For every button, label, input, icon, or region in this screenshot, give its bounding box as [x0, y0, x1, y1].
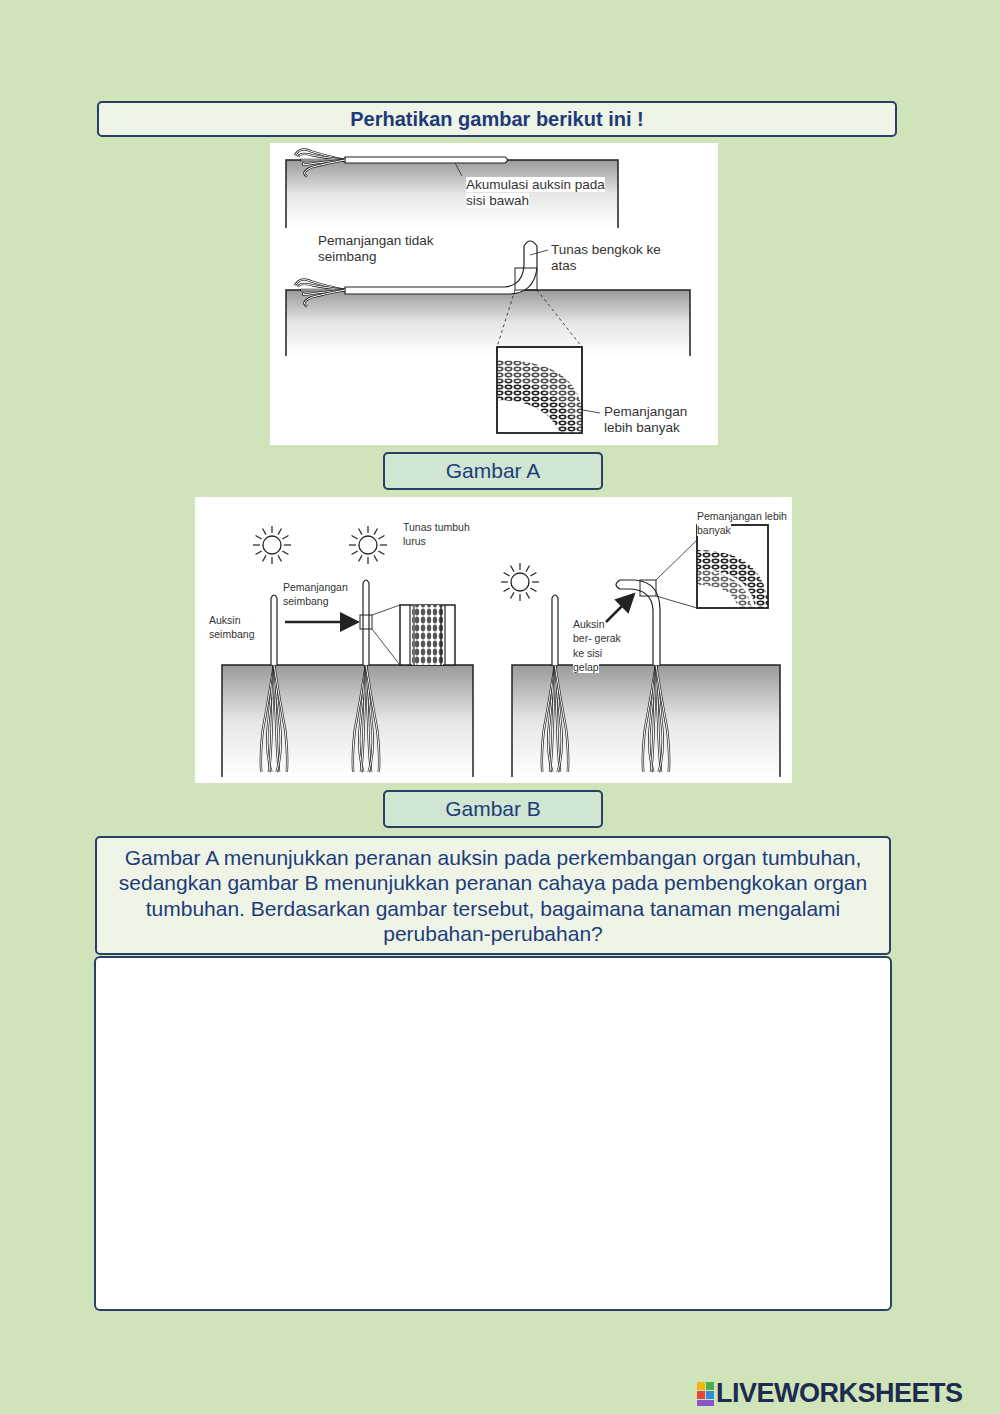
caption-box: Gambar A — [383, 452, 603, 490]
box-text: Gambar A menunjukkan peranan auksin pada… — [99, 845, 887, 946]
figure-label: Auksin seimbang — [209, 614, 255, 640]
label-holder: Pemanjangan tidak seimbang — [318, 233, 453, 264]
label-holder: Tunas tumbuh lurus — [403, 520, 483, 549]
soil-a2 — [286, 290, 690, 356]
arrow — [285, 621, 355, 624]
soil-b2 — [512, 665, 780, 777]
box-text: Gambar A — [446, 459, 541, 483]
box-text: Gambar B — [445, 797, 541, 821]
zoom-box-b2 — [697, 525, 768, 608]
label-holder: Akumulasi auksin pada sisi bawah — [466, 177, 606, 208]
zoom-box-a — [497, 347, 582, 433]
logo-squares — [697, 1382, 714, 1406]
roots — [261, 150, 669, 772]
soil-a1 — [286, 160, 618, 228]
zoom-marker — [515, 268, 537, 290]
label-holder: Pemanjangan seimbang — [283, 580, 363, 609]
straight-shoot — [363, 580, 369, 665]
zoom-marker — [640, 580, 656, 596]
zoom-lines — [656, 540, 697, 608]
soil-b1 — [222, 665, 473, 777]
figure-label: Akumulasi auksin pada sisi bawah — [466, 177, 605, 208]
figure-label: Pemanjangan tidak seimbang — [318, 233, 434, 264]
label-holder: LIVEWORKSHEETS — [716, 1378, 998, 1409]
bent-shoot — [616, 580, 660, 665]
watermark: LIVEWORKSHEETS — [716, 1378, 963, 1408]
figure-label: Tunas tumbuh lurus — [403, 521, 470, 547]
zoom-lines — [372, 605, 400, 665]
arrow — [606, 596, 632, 622]
label-holder: Tunas bengkok ke atas — [551, 242, 676, 273]
caption-box: Gambar B — [383, 790, 603, 828]
question-box: Gambar A menunjukkan peranan auksin pada… — [95, 836, 891, 955]
figure-label: Auksin ber- gerak ke sisi gelap — [573, 618, 621, 673]
label-holder: Auksin ber- gerak ke sisi gelap — [573, 617, 625, 675]
figure-a-panel — [270, 143, 718, 445]
figure-b-panel — [195, 497, 792, 783]
straight-shoot — [552, 595, 558, 665]
label-holder: Auksin seimbang — [209, 613, 271, 642]
label-holder: Pemanjangan lebih banyak — [697, 509, 787, 538]
figure-label: Pemanjangan seimbang — [283, 581, 348, 607]
zoom-marker — [360, 615, 372, 629]
answer-box — [95, 957, 891, 1310]
zoom-box-b1 — [400, 605, 455, 665]
leader-line — [530, 250, 548, 255]
label-holder: Pemanjangan lebih banyak — [604, 404, 716, 435]
title-text: Perhatikan gambar berikut ini ! — [350, 108, 643, 131]
horizontal-shoot — [345, 157, 508, 163]
leader-line — [455, 163, 462, 176]
straight-shoot — [271, 595, 277, 665]
leader-line — [583, 410, 600, 413]
figure-label: Tunas bengkok ke atas — [551, 242, 661, 273]
figure-label: Pemanjangan lebih banyak — [697, 510, 787, 536]
title-box: Perhatikan gambar berikut ini ! — [97, 101, 897, 137]
figure-label: Pemanjangan lebih banyak — [604, 404, 687, 435]
zoom-lines — [497, 290, 582, 347]
